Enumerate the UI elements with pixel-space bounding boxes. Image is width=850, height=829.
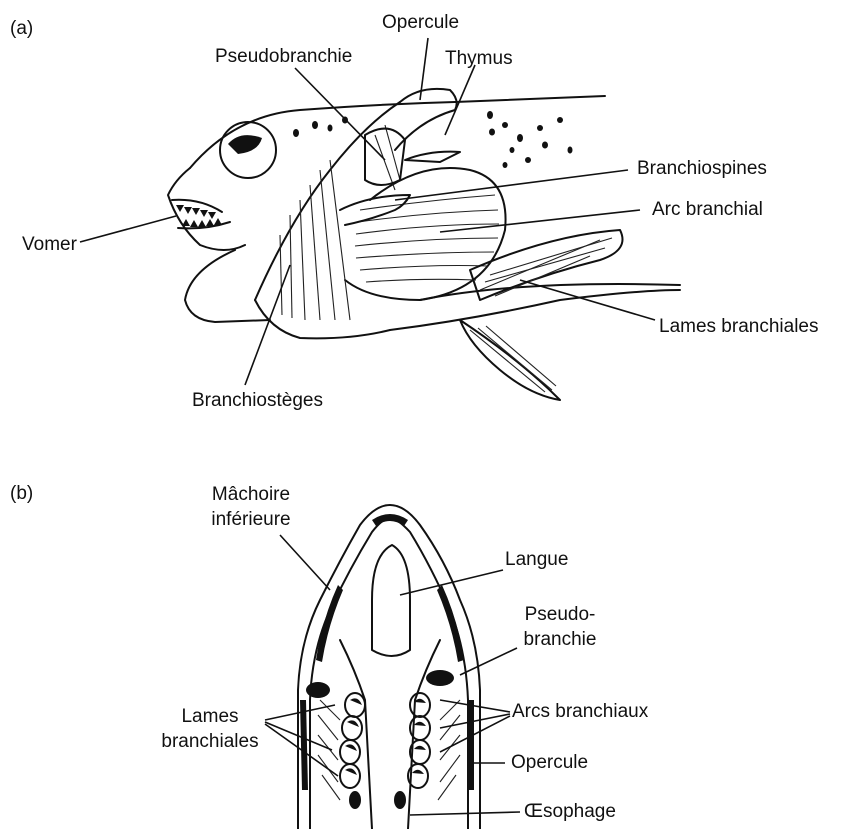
- label-pseudo-line1: Pseudo-: [515, 604, 605, 626]
- label-machoire-line1: Mâchoire: [196, 484, 306, 506]
- label-pseudobranchie: Pseudobranchie: [215, 46, 352, 68]
- panel-a-leader-lines: [80, 38, 655, 385]
- label-lames-line2: branchiales: [155, 731, 265, 753]
- panel-a-letter: (a): [10, 18, 33, 40]
- gill-lamellae-lines: [280, 125, 499, 320]
- gill-arch-outline: [345, 168, 506, 300]
- label-lames-branchiales-a: Lames branchiales: [659, 316, 818, 338]
- label-arcs-branchiaux: Arcs branchiaux: [512, 701, 648, 723]
- label-machoire-line2: inférieure: [196, 509, 306, 531]
- ventral-line: [390, 290, 680, 330]
- label-arc-branchial: Arc branchial: [652, 199, 763, 221]
- label-lames-line1: Lames: [155, 706, 265, 728]
- label-opercule-a: Opercule: [382, 12, 459, 34]
- eye-pupil: [228, 135, 262, 154]
- gill-cover-lower: [185, 250, 270, 322]
- label-branchiosteges: Branchiostèges: [192, 390, 323, 412]
- opercle-front-edge: [255, 102, 400, 300]
- label-branchiospines: Branchiospines: [637, 158, 767, 180]
- label-thymus: Thymus: [445, 48, 513, 70]
- head-top-outline: [190, 102, 455, 168]
- thymus-shape: [405, 152, 460, 162]
- label-oesophage: Œsophage: [524, 801, 616, 823]
- label-vomer: Vomer: [22, 234, 77, 256]
- label-pseudo-line2: branchie: [515, 629, 605, 651]
- label-opercule-b: Opercule: [511, 752, 588, 774]
- panel-b-letter: (b): [10, 483, 33, 505]
- mouth-dorsal-drawing: [298, 505, 480, 829]
- pelvic-fin: [460, 320, 560, 400]
- dorsal-line: [455, 96, 605, 102]
- label-langue: Langue: [505, 549, 568, 571]
